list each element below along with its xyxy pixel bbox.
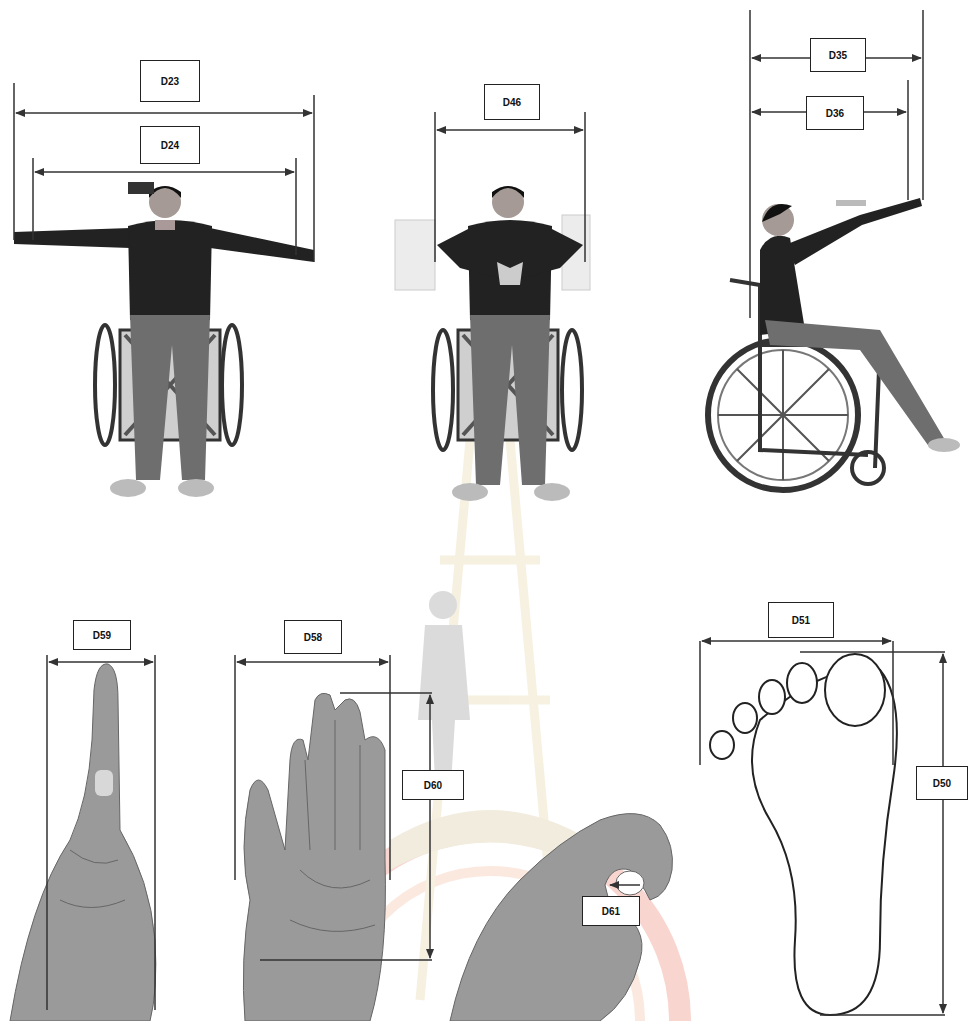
- wheel-rim: [718, 350, 848, 480]
- arm: [437, 228, 505, 280]
- dimension-label-box: D23: [140, 60, 200, 102]
- toe: [787, 663, 817, 703]
- extension-line: [260, 693, 432, 960]
- dimension-code: D36: [826, 108, 844, 119]
- dimension-line: [35, 171, 294, 173]
- hand-palm: [243, 693, 385, 1021]
- foot: [110, 479, 146, 497]
- hair: [492, 186, 524, 198]
- dimension-line: [237, 661, 388, 663]
- extension-line: [700, 641, 893, 765]
- extension-line: [750, 10, 923, 318]
- dimension-label-box: D60: [402, 770, 464, 800]
- dimension-code: D58: [304, 632, 322, 643]
- legs: [130, 315, 210, 480]
- dimension-line: [702, 640, 891, 642]
- wheel: [562, 330, 582, 450]
- dimension-code: D23: [161, 76, 179, 87]
- wheel: [222, 325, 242, 445]
- toe: [733, 703, 757, 733]
- wheel: [708, 340, 858, 490]
- torso: [128, 220, 212, 320]
- dimension-code: D51: [792, 615, 810, 626]
- dimension-line: [16, 112, 312, 114]
- dimension-line: [437, 129, 583, 131]
- toe: [759, 680, 785, 714]
- legs: [470, 315, 550, 485]
- extension-line: [14, 83, 314, 262]
- reach-bar: [836, 200, 866, 206]
- dimension-label-box: D61: [582, 896, 640, 926]
- frame: [730, 280, 880, 468]
- caster: [852, 452, 884, 484]
- dimension-line: [429, 695, 431, 958]
- hand-side: [10, 664, 156, 1021]
- arm: [14, 228, 130, 248]
- foot: [534, 483, 570, 501]
- hands: [497, 262, 523, 285]
- foot: [928, 438, 960, 452]
- dimension-label-box: D36: [806, 96, 864, 130]
- dimension-line: [49, 661, 153, 663]
- dimension-label-box: D50: [916, 766, 968, 800]
- skin-crease: [60, 850, 125, 908]
- wheel: [95, 325, 115, 445]
- foot: [452, 483, 488, 501]
- wheelchair-user-front: [395, 186, 590, 501]
- dimension-line: [610, 884, 640, 886]
- hand-grip: [450, 814, 673, 1021]
- dimension-label-box: D51: [768, 602, 834, 638]
- wheelchair-user-front: [14, 182, 314, 497]
- dimension-label-box: D59: [73, 620, 131, 650]
- legs: [765, 320, 945, 448]
- foot-outline: [752, 669, 897, 1015]
- watermark-figure: [429, 591, 457, 619]
- dimension-line: [942, 654, 944, 1013]
- arm: [210, 228, 314, 262]
- dimension-code: D24: [161, 140, 179, 151]
- dimension-label-box: D58: [284, 620, 342, 654]
- foot: [178, 479, 214, 497]
- head: [762, 204, 794, 236]
- dimension-code: D59: [93, 630, 111, 641]
- toe: [710, 731, 734, 759]
- dimension-code: D50: [933, 778, 951, 789]
- wheelchair-user-side: [708, 198, 960, 490]
- grip-ring: [616, 871, 644, 895]
- foot-sole: [710, 654, 897, 1015]
- extension-line: [47, 655, 155, 1010]
- skin-crease: [290, 720, 375, 931]
- arm: [515, 228, 583, 280]
- fingernail: [95, 770, 113, 796]
- dimension-code: D46: [503, 97, 521, 108]
- extension-line: [800, 652, 945, 1015]
- extension-line: [235, 655, 390, 880]
- extension-line: [435, 112, 585, 262]
- hand-shape: [450, 814, 673, 1021]
- dimension-code: D35: [829, 50, 847, 61]
- hair: [762, 204, 792, 222]
- panel: [395, 220, 435, 290]
- spokes: [718, 350, 848, 480]
- wheel: [433, 330, 453, 450]
- dimension-label-box: D35: [810, 38, 866, 72]
- dimension-code: D61: [602, 906, 620, 917]
- hand-shape: [243, 693, 385, 1021]
- dimension-code: D60: [424, 780, 442, 791]
- extension-line: [33, 158, 296, 255]
- dimension-label-box: D24: [140, 126, 200, 164]
- neck: [155, 220, 175, 230]
- head: [492, 186, 524, 218]
- dimension-lines: [14, 10, 945, 1015]
- toe: [825, 654, 885, 726]
- dimension-label-box: D46: [484, 84, 540, 120]
- chart-board: [128, 182, 154, 194]
- arm: [785, 198, 922, 265]
- hand-shape: [10, 664, 156, 1021]
